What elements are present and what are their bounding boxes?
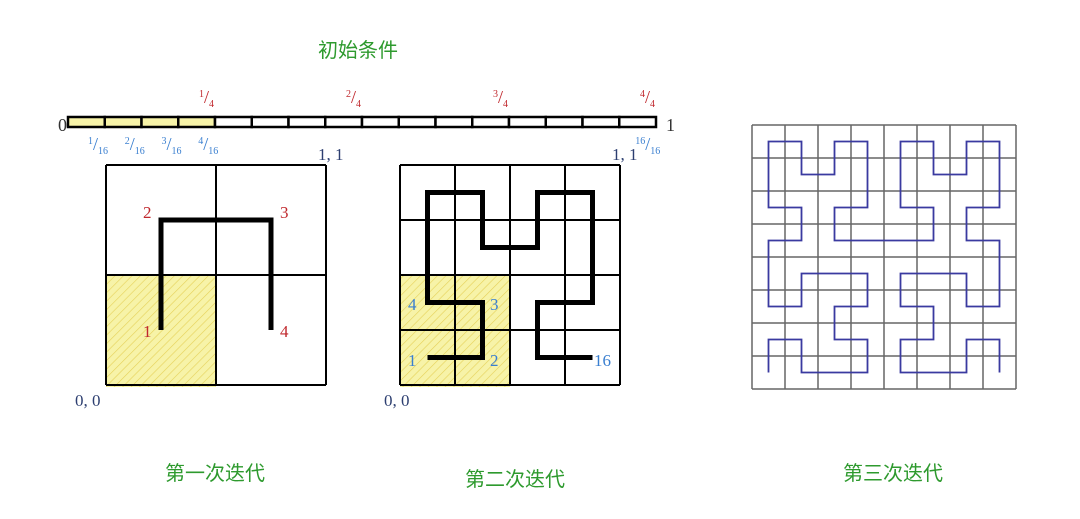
quarter-label-4-denominator: 4 [650, 99, 655, 110]
quarter-label-2: 2/4 [346, 87, 361, 110]
sixteenth-label-2: 2/16 [125, 134, 145, 157]
point-label-1: 1 [143, 322, 152, 341]
quarter-label-3-slash: / [498, 87, 503, 107]
number-line-segment [213, 115, 253, 129]
quarter-label-3: 3/4 [493, 87, 508, 110]
quarter-label-4: 4/4 [640, 87, 655, 110]
quarter-label-1: 1/4 [199, 87, 214, 110]
number-line-segment [507, 115, 547, 129]
hilbert-curve [767, 140, 1001, 374]
quarter-label-4-numerator: 4 [640, 89, 645, 100]
point-label-4: 4 [280, 322, 289, 341]
sixteenth-label-3-numerator: 3 [162, 136, 167, 147]
grid1-corner-label: 1, 1 [318, 145, 344, 164]
hilbert-curve [425, 190, 595, 360]
number-line-segment [581, 115, 621, 129]
quarter-label-4-slash: / [645, 87, 650, 107]
point-label-2: 2 [143, 203, 152, 222]
sixteenth-label-16: 16/16 [635, 134, 660, 157]
quarter-label-3-denominator: 4 [503, 99, 508, 110]
sixteenth-label-16-numerator: 16 [635, 136, 645, 147]
sixteenth-label-1-denominator: 16 [98, 146, 108, 157]
number-line-segment [360, 115, 400, 129]
sixteenth-label-2-slash: / [130, 134, 135, 154]
sixteenth-label-1-slash: / [93, 134, 98, 154]
sixteenth-label-4: 4/16 [198, 134, 218, 157]
point-label-16: 16 [594, 351, 611, 370]
number-line-segment [397, 115, 437, 129]
number-line-segment [471, 115, 511, 129]
grid-iteration-3 [751, 124, 1017, 390]
number-line-segment [250, 115, 290, 129]
sixteenth-label-3-denominator: 16 [172, 146, 182, 157]
number-line-segment [324, 115, 364, 129]
sixteenth-label-4-denominator: 16 [208, 146, 218, 157]
number-line-segment [618, 115, 658, 129]
hilbert-curve [158, 217, 274, 330]
title-iteration-2: 第二次迭代 [465, 467, 565, 491]
number-line-segment [140, 115, 180, 129]
quarter-label-1-numerator: 1 [199, 89, 204, 100]
number-line-end: 1 [666, 115, 675, 135]
grid1-origin-label: 0, 0 [75, 391, 101, 410]
quarter-label-2-denominator: 4 [356, 99, 361, 110]
grid-iteration-1: 1 2 3 4 [105, 164, 327, 387]
title-iteration-3: 第三次迭代 [843, 461, 943, 485]
point-label-2: 2 [490, 351, 499, 370]
quarter-label-1-denominator: 4 [209, 99, 214, 110]
sixteenth-label-16-denominator: 16 [650, 146, 660, 157]
number-line-segment [103, 115, 143, 129]
quarter-label-1-slash: / [204, 87, 209, 107]
quarter-label-3-numerator: 3 [493, 89, 498, 100]
grid-iteration-2: 1 2 3 4 16 [399, 164, 621, 387]
grid2-origin-label: 0, 0 [384, 391, 410, 410]
sixteenth-label-2-numerator: 2 [125, 136, 130, 147]
number-line-segment [544, 115, 584, 129]
sixteenth-label-1-numerator: 1 [88, 136, 93, 147]
point-label-3: 3 [490, 295, 499, 314]
number-line-start: 0 [58, 115, 67, 135]
title-initial: 初始条件 [318, 38, 398, 62]
point-label-3: 3 [280, 203, 289, 222]
sixteenth-label-3-slash: / [167, 134, 172, 154]
number-line-segment [434, 115, 474, 129]
number-line-segment [66, 115, 106, 129]
quarter-label-2-slash: / [351, 87, 356, 107]
sixteenth-label-1: 1/16 [88, 134, 108, 157]
sixteenth-label-4-slash: / [203, 134, 208, 154]
grid2-corner-label: 1, 1 [612, 145, 638, 164]
number-line-segment [287, 115, 327, 129]
point-label-4: 4 [408, 295, 417, 314]
sixteenth-label-4-numerator: 4 [198, 136, 203, 147]
title-iteration-1: 第一次迭代 [165, 461, 265, 485]
point-label-1: 1 [408, 351, 417, 370]
quarter-label-2-numerator: 2 [346, 89, 351, 100]
sixteenth-label-2-denominator: 16 [135, 146, 145, 157]
sixteenth-label-3: 3/16 [162, 134, 182, 157]
number-line-segment [177, 115, 217, 129]
sixteenth-label-16-slash: / [645, 134, 650, 154]
